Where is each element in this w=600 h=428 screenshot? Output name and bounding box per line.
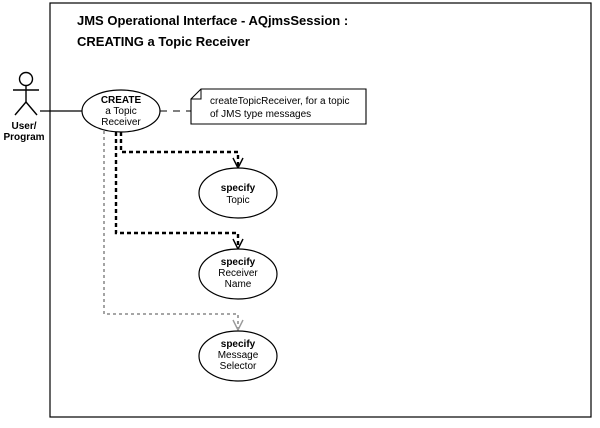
use-case-create-line1: CREATE [101,95,142,106]
diagram-title-line2: CREATING a Topic Receiver [77,34,250,49]
note-text-line1: createTopicReceiver, for a topic [210,96,350,107]
use-case-specify-receiver-name [198,248,278,300]
link-to-specify-message-selector [103,131,239,328]
use-case-create-line3: Receiver [101,117,141,128]
diagram-frame [49,2,592,418]
arrowhead-specify-message-selector [232,319,244,332]
specify-topic-line2: Topic [226,195,249,206]
specify-receiver-line3: Name [225,279,252,290]
note-box [190,88,367,125]
actor-label-line2: Program [3,132,44,143]
use-case-create-line2: a Topic [105,106,137,117]
link-to-specify-topic [119,132,240,166]
actor-icon [13,71,39,116]
link-to-specify-receiver-name [114,132,240,247]
specify-selector-line1: specify [221,339,256,350]
specify-receiver-line1: specify [221,257,256,268]
specify-topic-line1: specify [221,183,256,194]
diagram-title-line1: JMS Operational Interface - AQjmsSession… [77,13,348,28]
use-case-specify-topic [198,167,278,219]
actor-label-line1: User/ [11,121,36,132]
specify-selector-line2: Message [218,350,259,361]
note-text-line2: of JMS type messages [210,109,311,120]
note-fold [191,89,202,100]
specify-selector-line3: Selector [220,361,257,372]
use-case-specify-message-selector [198,330,278,382]
specify-receiver-line2: Receiver [218,268,258,279]
